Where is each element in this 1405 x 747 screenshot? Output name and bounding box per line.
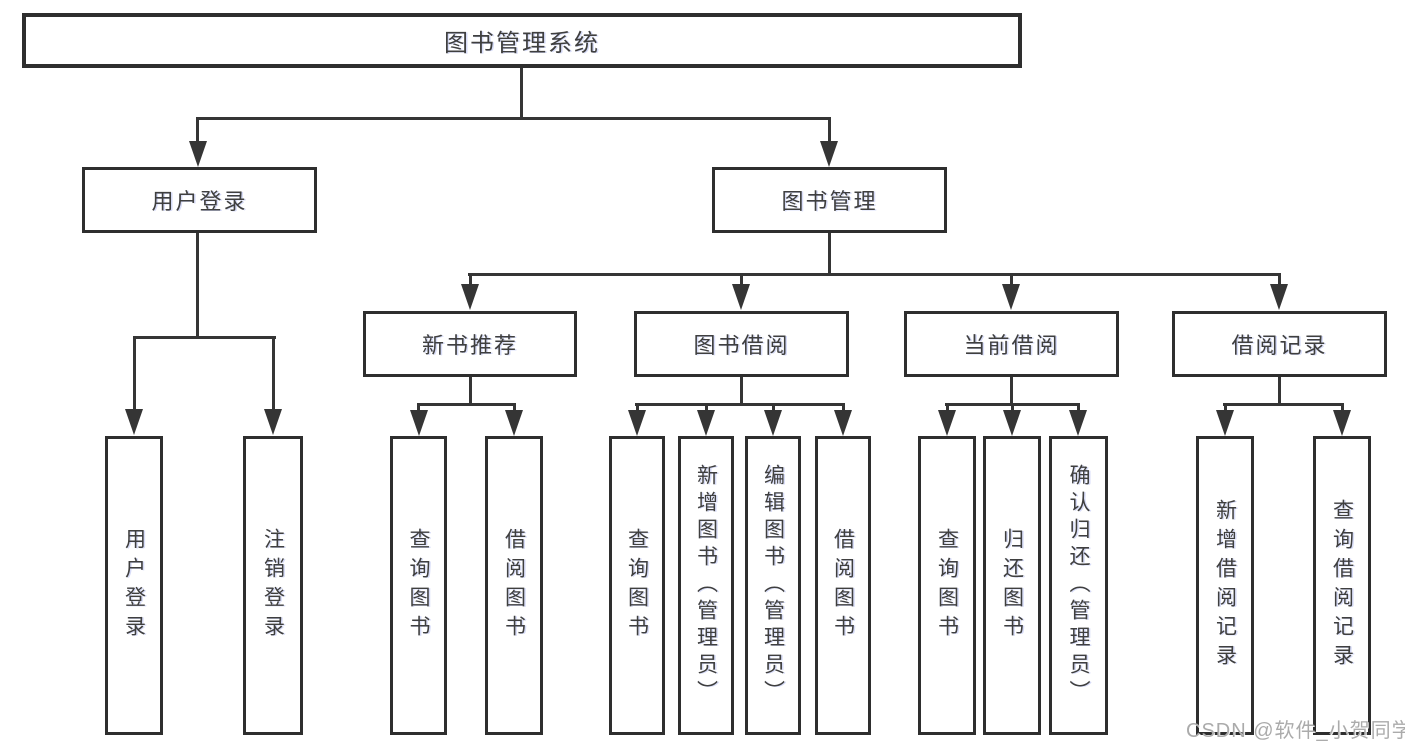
node-root: 图书管理系统 (22, 13, 1022, 68)
node-borrow-records-label: 借阅记录 (1231, 333, 1328, 358)
arrow-down-icon (834, 410, 852, 436)
connector-newbooks-down (469, 377, 472, 406)
arrow-down-icon (189, 141, 207, 167)
leaf-logout: 注销登录 (243, 436, 303, 735)
leaf-current-confirm: 确认归还（管理员） (1049, 436, 1108, 735)
connector-bookborrow-down (740, 377, 743, 406)
connector-level3-stem (469, 273, 472, 289)
leaf-logout-label: 注销登录 (261, 527, 285, 644)
leaf-records-query-label: 查询借阅记录 (1330, 498, 1354, 673)
node-book-borrow: 图书借阅 (634, 311, 849, 377)
arrow-down-icon (697, 410, 715, 436)
leaf-newbooks-borrow-label: 借阅图书 (502, 527, 526, 644)
leaf-user-login: 用户登录 (105, 436, 163, 735)
arrow-down-icon (264, 409, 282, 435)
connector-level3-stem (740, 273, 743, 289)
leaf-current-return: 归还图书 (983, 436, 1041, 735)
arrow-down-icon (732, 284, 750, 310)
connector-bookmgmt-stem (828, 117, 831, 149)
node-root-label: 图书管理系统 (444, 30, 600, 57)
arrow-down-icon (1003, 410, 1021, 436)
node-user-login: 用户登录 (82, 167, 317, 233)
arrow-down-icon (1069, 410, 1087, 436)
leaf-newbooks-borrow: 借阅图书 (485, 436, 543, 735)
connector-userlogin-stem (196, 117, 199, 149)
leaf-records-add: 新增借阅记录 (1196, 436, 1254, 735)
arrow-down-icon (125, 409, 143, 435)
arrow-down-icon (1333, 410, 1351, 436)
node-current-borrow: 当前借阅 (904, 311, 1119, 377)
connector-level2-branch (196, 117, 831, 120)
arrow-down-icon (1002, 284, 1020, 310)
connector-records-minibranch (1223, 403, 1344, 406)
connector-bookborrow-minibranch (635, 403, 845, 406)
arrow-down-icon (1270, 284, 1288, 310)
connector-current-down (1010, 377, 1013, 406)
leaf-current-query: 查询图书 (918, 436, 976, 735)
arrow-down-icon (764, 410, 782, 436)
node-book-mgmt-label: 图书管理 (781, 189, 878, 214)
leaf-bookborrow-borrow: 借阅图书 (815, 436, 871, 735)
leaf-records-add-label: 新增借阅记录 (1213, 498, 1237, 673)
leaf-bookborrow-borrow-label: 借阅图书 (831, 527, 855, 644)
leaf-user-login-label: 用户登录 (122, 527, 146, 644)
connector-leaf-stem (133, 336, 136, 416)
connector-bookmgmt-down (828, 233, 831, 276)
node-new-books-label: 新书推荐 (421, 333, 518, 358)
arrow-down-icon (1216, 410, 1234, 436)
leaf-bookborrow-add: 新增图书（管理员） (678, 436, 734, 735)
connector-leaf-stem (272, 336, 275, 416)
leaf-current-query-label: 查询图书 (935, 527, 959, 644)
node-book-borrow-label: 图书借阅 (693, 333, 790, 358)
arrow-down-icon (938, 410, 956, 436)
leaf-current-return-label: 归还图书 (1000, 527, 1024, 644)
node-borrow-records: 借阅记录 (1172, 311, 1387, 377)
connector-userlogin-minibranch (133, 336, 276, 339)
leaf-newbooks-query-label: 查询图书 (407, 527, 430, 644)
leaf-records-query: 查询借阅记录 (1313, 436, 1371, 735)
arrow-down-icon (820, 141, 838, 167)
connector-root-stem (520, 68, 523, 120)
arrow-down-icon (505, 410, 523, 436)
leaf-bookborrow-edit-label: 编辑图书（管理员） (761, 464, 785, 707)
connector-newbooks-minibranch (417, 403, 516, 406)
node-current-borrow-label: 当前借阅 (963, 333, 1060, 358)
arrow-down-icon (628, 410, 646, 436)
node-new-books: 新书推荐 (363, 311, 577, 377)
leaf-newbooks-query: 查询图书 (390, 436, 447, 735)
arrow-down-icon (410, 410, 428, 436)
connector-level3-stem (1010, 273, 1013, 289)
node-book-mgmt: 图书管理 (712, 167, 947, 233)
connector-records-down (1278, 377, 1281, 406)
arrow-down-icon (461, 284, 479, 310)
connector-level3-branch (468, 273, 1281, 276)
leaf-bookborrow-query: 查询图书 (609, 436, 665, 735)
connector-userlogin-down (196, 233, 199, 339)
leaf-current-confirm-label: 确认归还（管理员） (1067, 464, 1090, 707)
leaf-bookborrow-query-label: 查询图书 (625, 527, 649, 644)
node-user-login-label: 用户登录 (151, 189, 248, 214)
leaf-bookborrow-edit: 编辑图书（管理员） (745, 436, 801, 735)
connector-level3-stem (1278, 273, 1281, 289)
leaf-bookborrow-add-label: 新增图书（管理员） (694, 464, 718, 707)
watermark: CSDN @软件_小贺同学 (1186, 720, 1405, 742)
